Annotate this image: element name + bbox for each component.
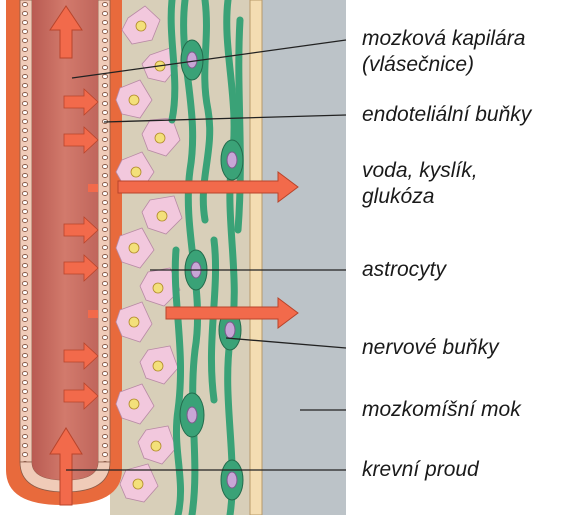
- label-csf: mozkomíšní mok: [362, 397, 521, 423]
- meningeal-membrane: [250, 0, 262, 515]
- label-substances: voda, kyslík, glukóza: [362, 158, 478, 210]
- nerve-cell: [180, 393, 204, 437]
- label-substances-line2: glukóza: [362, 184, 478, 210]
- label-capillary-line1: mozková kapilára: [362, 26, 525, 52]
- label-endothelial: endoteliální buňky: [362, 102, 531, 128]
- label-bloodstream: krevní proud: [362, 457, 479, 483]
- endothelial-layer-left: [20, 0, 32, 462]
- nerve-cell: [221, 140, 243, 180]
- label-capillary: mozková kapilára (vlásečnice): [362, 26, 525, 78]
- cerebrospinal-fluid: [262, 0, 346, 515]
- label-capillary-line2: (vlásečnice): [362, 52, 525, 78]
- capillary-lumen: [32, 0, 98, 480]
- endothelial-layer-right: [98, 0, 110, 462]
- brain-capillary: [6, 0, 122, 505]
- label-neurons: nervové buňky: [362, 335, 499, 361]
- label-substances-line1: voda, kyslík,: [362, 158, 478, 184]
- label-astrocytes: astrocyty: [362, 257, 446, 283]
- nerve-cell: [221, 460, 243, 500]
